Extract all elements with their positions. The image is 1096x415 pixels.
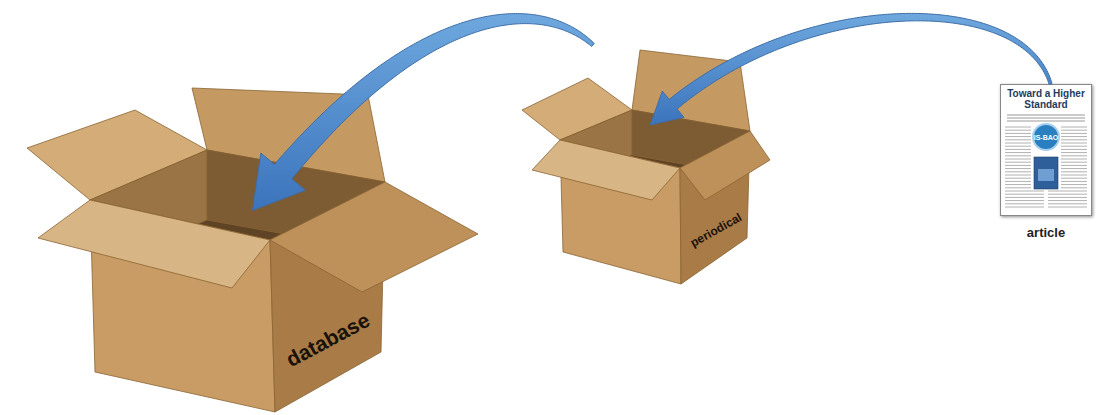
front-flap [532, 140, 680, 200]
item-caption: article [1027, 225, 1065, 240]
text-line [1061, 149, 1087, 150]
text-line [1007, 118, 1085, 119]
text-line [1061, 146, 1087, 147]
text-line [1005, 175, 1031, 176]
text-line [1061, 162, 1087, 163]
text-line [1061, 130, 1087, 131]
box-illustration [515, 40, 775, 290]
text-line [1061, 181, 1087, 182]
text-line [1048, 194, 1087, 195]
text-line [1005, 165, 1031, 166]
text-line [1005, 194, 1044, 195]
text-line [1061, 168, 1087, 169]
text-line [1005, 168, 1031, 169]
cardboard-box-large: database [25, 85, 480, 415]
text-line [1061, 152, 1087, 153]
cover-picture-detail [1038, 169, 1054, 181]
text-line [1005, 152, 1031, 153]
text-line [1005, 136, 1031, 137]
text-line [1061, 171, 1087, 172]
cardboard-box-small: periodical [515, 40, 775, 290]
text-line [1061, 159, 1087, 160]
text-line [1005, 133, 1031, 134]
text-line [1005, 197, 1044, 198]
text-line [1061, 143, 1087, 144]
text-line [1005, 127, 1031, 128]
article-headline: Toward a Higher Standard [1002, 89, 1090, 110]
text-line [1007, 115, 1085, 116]
badge-text: IS-BAO [1034, 134, 1059, 141]
text-line [1005, 184, 1031, 185]
article-page: Toward a Higher StandardIS-BAO article [1000, 84, 1092, 249]
cover-picture [1034, 157, 1058, 189]
text-line [1005, 130, 1031, 131]
text-line [1005, 178, 1031, 179]
text-line [1007, 121, 1085, 122]
text-line [1061, 184, 1087, 185]
text-line [1061, 175, 1087, 176]
text-line [1005, 203, 1044, 204]
text-line [1048, 207, 1087, 208]
text-line [1005, 171, 1031, 172]
text-line [1005, 139, 1031, 140]
box-illustration [25, 85, 480, 415]
front-flap [38, 200, 270, 288]
text-line [1005, 162, 1031, 163]
right-flap [680, 131, 770, 200]
text-line [1005, 146, 1031, 147]
text-line [1061, 133, 1087, 134]
text-line [1061, 187, 1087, 188]
text-line [1061, 165, 1087, 166]
text-line [1005, 207, 1044, 208]
text-line [1048, 197, 1087, 198]
text-line [1005, 159, 1031, 160]
right-flap [270, 182, 478, 292]
text-line [1061, 139, 1087, 140]
text-line [1048, 200, 1087, 201]
text-line [1005, 191, 1044, 192]
text-line [1005, 149, 1031, 150]
text-line [1005, 143, 1031, 144]
text-line [1005, 200, 1044, 201]
text-line [1061, 136, 1087, 137]
text-line [1061, 127, 1087, 128]
text-line [1005, 155, 1031, 156]
text-line [1048, 203, 1087, 204]
text-line [1061, 155, 1087, 156]
text-line [1005, 181, 1031, 182]
text-line [1048, 191, 1087, 192]
text-line [1005, 187, 1031, 188]
badge [1033, 124, 1059, 150]
text-line [1061, 178, 1087, 179]
